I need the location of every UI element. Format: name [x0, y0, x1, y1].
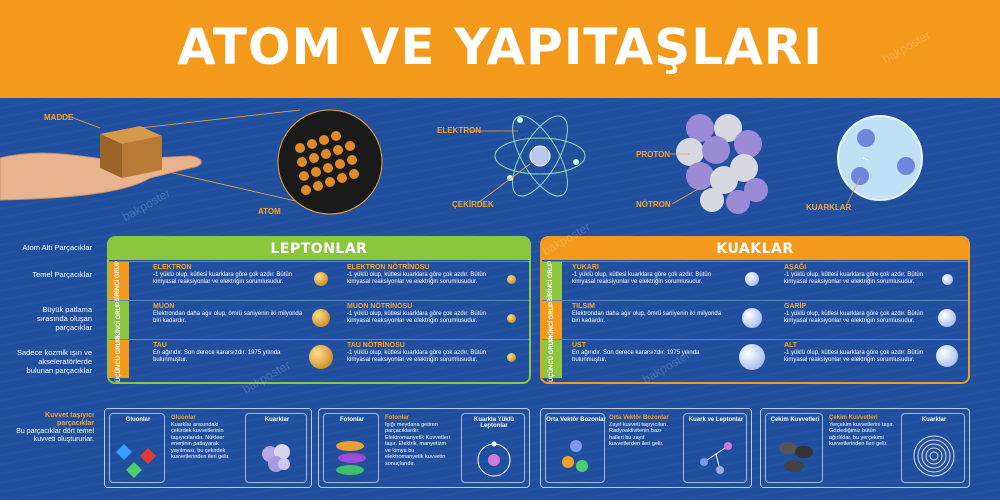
side-label-cosmic: Sadece kozmik ışın ve akseleratörlerde b…	[16, 348, 92, 375]
kuaklar-panel: KUAKLAR BİRİNCİ GRUP YUKARI-1 yüklü olup…	[540, 236, 970, 384]
nucleus-icon	[529, 145, 551, 167]
tau-ball-icon	[309, 345, 333, 369]
neutrino-ball-icon	[507, 275, 516, 284]
gluon-card-title: Gluonlar	[125, 417, 151, 423]
leptonlar-panel: LEPTONLAR BİRİNCİ GRUP ELEKTRON-1 yüklü …	[107, 236, 531, 384]
kuarklar-label: KUARKLAR	[806, 203, 852, 212]
page-title: ATOM VE YAPITAŞLARI	[177, 18, 823, 76]
quark-card: Kuarklar	[245, 413, 307, 483]
title-banner	[0, 0, 1000, 98]
neutrino-ball-icon	[507, 353, 516, 362]
atom-lattice-icon	[277, 109, 383, 215]
quark-spiral-card-title: Kuarklar	[921, 417, 947, 423]
electron-ball-icon	[314, 272, 328, 286]
spiral-icon	[913, 435, 955, 477]
elektron-label: ELEKTRON	[437, 126, 481, 135]
particle-cell: ELEKTRON NÖTRİNOSU-1 yüklü olup, kütlesi…	[347, 264, 487, 285]
group-label: ÜÇÜNCÜ GRUP	[109, 337, 129, 382]
muon-ball-icon	[312, 309, 330, 327]
charged-lepton-icon	[477, 441, 511, 477]
photon-icon	[336, 441, 366, 475]
atom-label: ATOM	[258, 207, 281, 216]
proton-label: PROTON	[636, 150, 671, 159]
quark-lepton-card: Kuark ve Leptonlar	[683, 413, 747, 483]
quark-ball-icon	[942, 274, 953, 285]
quark-cluster-icon	[262, 444, 290, 472]
electron-orbit-icon	[494, 115, 586, 197]
gluon-icon	[116, 444, 156, 478]
illustration-area	[0, 109, 923, 215]
gravity-icon	[779, 442, 813, 472]
table-row: BİRİNCİ GRUP ELEKTRON-1 yüklü olup, kütl…	[109, 260, 529, 302]
particle-cell: MUON NÖTRİNOSU-1 yüklü olup, kütlesi kua…	[347, 303, 487, 324]
charged-lepton-card-title: Kuarkla Yüklü Leptonlar	[474, 417, 514, 429]
neutrino-ball-icon	[507, 314, 516, 323]
group-label: İKİNCİ GRUP	[109, 301, 129, 339]
photon-card-title: Fotonlar	[340, 417, 364, 423]
side-label-bigbang: Büyük patlama sırasında oluşan parçacıkl…	[36, 305, 92, 332]
particle-cell: AŞAĞI-1 yüklü olup, kütlesi kuarklara gö…	[784, 264, 924, 285]
kuaklar-title: KUAKLAR	[542, 238, 968, 260]
quark-lepton-card-title: Kuark ve Leptonlar	[688, 417, 744, 423]
side-label-subatomic: Atom Altı Parçacıklar	[22, 243, 92, 252]
quark-ball-icon	[936, 345, 958, 367]
group-label: BİRİNCİ GRUP	[542, 260, 562, 302]
quark-spiral-card: Kuarklar	[901, 413, 965, 483]
quark-ball-icon	[938, 309, 956, 327]
boson-box: Orta Vektör Bozonlar Orta Vektör Bozonla…	[540, 408, 752, 488]
particle-cell: YUKARI-1 yüklü olup, kütlesi kuarklara g…	[572, 264, 712, 285]
particle-cell: TAU NÖTRİNOSU-1 yüklü olup, kütlesi kuar…	[347, 342, 487, 363]
madde-label: MADDE	[44, 113, 74, 122]
nucleus-cluster-icon	[676, 114, 768, 214]
group-label: BİRİNCİ GRUP	[109, 260, 129, 302]
quark-ball-icon	[739, 344, 765, 370]
leptonlar-title: LEPTONLAR	[109, 238, 529, 260]
group-label: İKİNCİ GRUP	[542, 301, 562, 339]
gravity-card-title: Çekim Kuvvetleri	[770, 417, 820, 423]
boson-icon	[562, 440, 588, 472]
particle-cell: GARİP-1 yüklü olup, kütlesi kuarklara gö…	[784, 303, 924, 324]
photon-card: Fotonlar	[323, 413, 379, 483]
quark-ball-icon	[742, 308, 762, 328]
gravity-card: Çekim Kuvvetleri	[765, 413, 823, 483]
group-label: ÜÇÜNCÜ GRUP	[542, 337, 562, 382]
quark-lepton-icon	[700, 442, 732, 474]
boson-card-title: Orta Vektör Bozonlar	[546, 417, 606, 423]
particle-cell: ELEKTRON-1 yüklü olup, kütlesi kuarklara…	[153, 264, 293, 285]
force-carriers-note: Kuvvet taşıyıcı parçacıklar Bu parçacıkl…	[16, 412, 94, 443]
gluon-card: Gluonlar	[109, 413, 165, 483]
cekirdek-label: ÇEKİRDEK	[452, 200, 494, 209]
quark-card-title: Kuarklar	[264, 417, 290, 423]
charged-lepton-card: Kuarkla Yüklü Leptonlar	[461, 413, 525, 483]
notron-label: NÖTRON	[636, 200, 671, 209]
boson-card: Orta Vektör Bozonlar	[545, 413, 606, 483]
side-label-elementary: Temel Parçacıklar	[32, 270, 92, 279]
matter-cube-icon	[100, 126, 162, 178]
quark-ball-icon	[745, 272, 759, 286]
table-row: BİRİNCİ GRUP YUKARI-1 yüklü olup, kütles…	[542, 260, 968, 302]
particle-cell: ALT-1 yüklü olup, kütlesi kuarklara göre…	[784, 342, 924, 363]
